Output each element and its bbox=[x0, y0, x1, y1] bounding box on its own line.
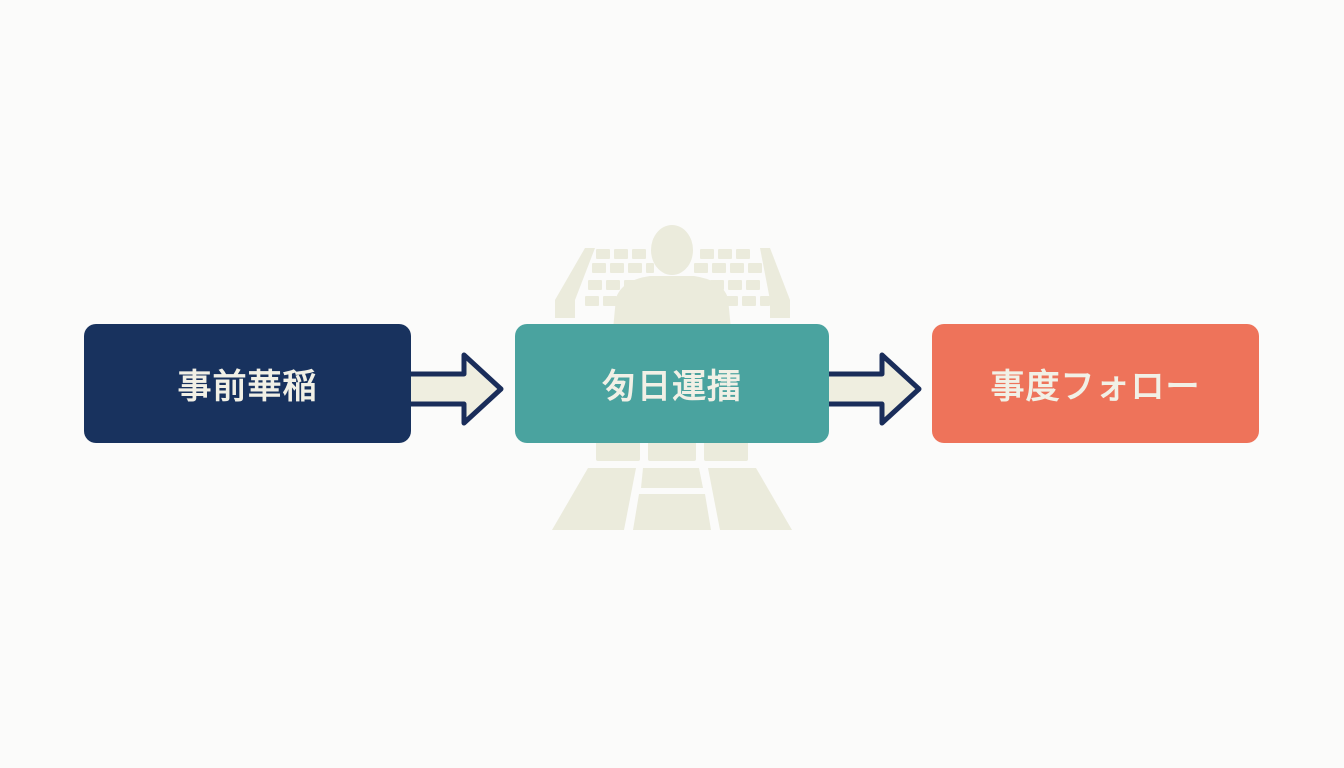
step-box-3: 事度フォロー bbox=[932, 324, 1259, 443]
step-box-1: 事前華稲 bbox=[84, 324, 411, 443]
step-box-2: 匇日運擂 bbox=[515, 324, 829, 443]
step-label-1: 事前華稲 bbox=[177, 367, 318, 407]
step-label-3: 事度フォロー bbox=[990, 367, 1201, 407]
step-label-2: 匇日運擂 bbox=[602, 367, 742, 407]
